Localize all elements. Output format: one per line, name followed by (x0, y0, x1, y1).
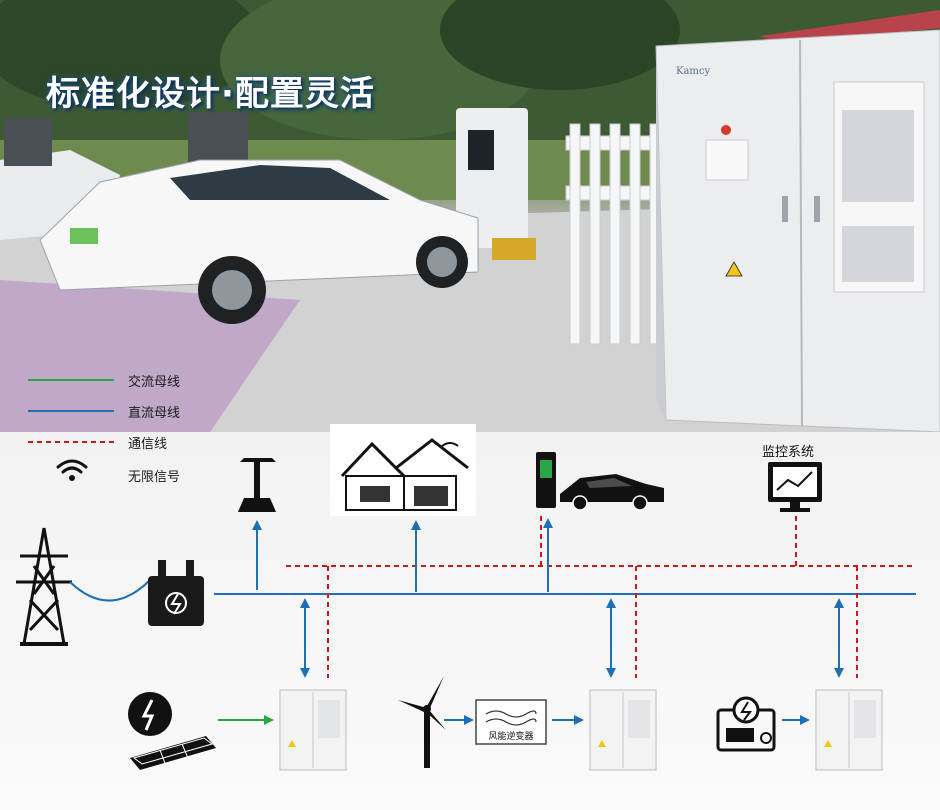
diagram-area (0, 432, 940, 810)
cabinet-brand: Kamcy (676, 66, 711, 77)
legend-ac-bus: 交流母线 (128, 375, 181, 390)
legend-wireless: 无限信号 (128, 470, 181, 485)
legend-comm-line: 通信线 (128, 437, 168, 452)
monitor-label: 监控系统 (762, 445, 815, 460)
hero-photo-illustration: Kamcy (0, 0, 940, 432)
headline: 标准化设计·配置灵活 (46, 74, 375, 114)
hero-photo: Kamcy 标准化设计·配置灵活 (0, 0, 940, 432)
legend-dc-bus: 直流母线 (128, 406, 181, 421)
